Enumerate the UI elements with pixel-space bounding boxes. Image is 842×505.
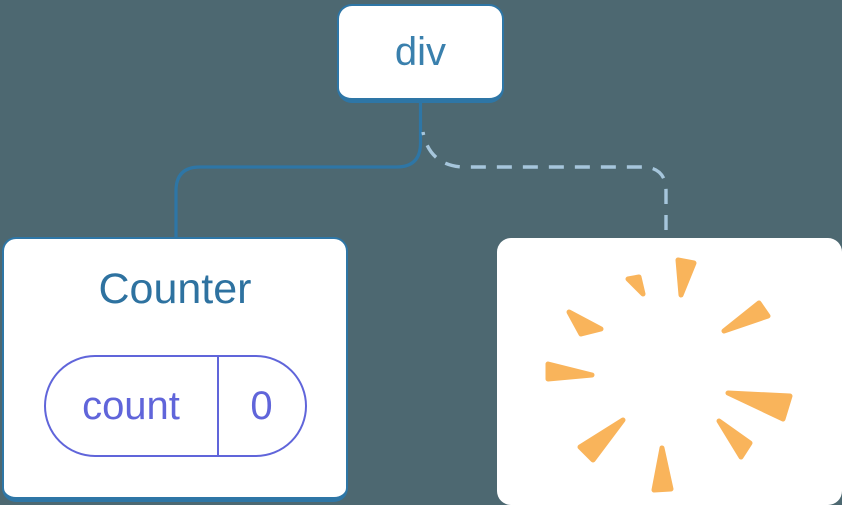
state-value-label: 0 <box>250 383 273 428</box>
counter-node-title: Counter <box>98 265 252 313</box>
dashed-edge-connector <box>421 131 668 240</box>
root-node-div: div <box>337 4 504 103</box>
solid-edge-connector <box>174 100 423 240</box>
removed-node-card <box>497 238 842 505</box>
state-key-label: count <box>46 357 219 455</box>
root-node-label: div <box>394 29 447 74</box>
counter-node: Counter count 0 <box>2 237 348 502</box>
poof-explosion-icon <box>545 257 793 493</box>
state-pill: count 0 <box>43 355 307 457</box>
